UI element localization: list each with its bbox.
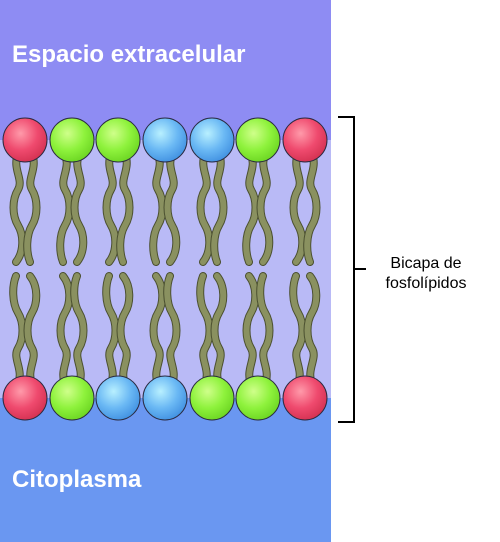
inner-head-blue — [142, 375, 188, 421]
fatty-acid-tail — [304, 151, 320, 265]
outer-head-blue — [142, 117, 188, 163]
inner-head-red — [282, 375, 328, 421]
bracket-label-line-1: Bicapa de — [390, 255, 461, 272]
inner-leaflet-heads — [2, 375, 328, 421]
fatty-acid-tail — [10, 273, 26, 387]
inner-head-red — [2, 375, 48, 421]
fatty-acid-tail — [243, 151, 259, 265]
bilayer-bracket — [338, 116, 366, 423]
outer-head-green — [235, 117, 281, 163]
fatty-acid-tails — [9, 150, 321, 388]
fatty-acid-tail — [57, 273, 73, 387]
fatty-acid-tail — [24, 273, 40, 387]
fatty-acid-tail — [150, 273, 166, 387]
inner-head-green — [235, 375, 281, 421]
outer-leaflet-heads — [2, 117, 328, 163]
fatty-acid-tail — [117, 151, 133, 265]
inner-head-green — [49, 375, 95, 421]
fatty-acid-tail — [211, 273, 227, 387]
fatty-acid-tail — [290, 273, 306, 387]
fatty-acid-tail — [164, 151, 180, 265]
fatty-acid-tail — [257, 273, 273, 387]
cytoplasm-label: Citoplasma — [12, 466, 142, 493]
fatty-acid-tail — [117, 273, 133, 387]
outer-head-green — [95, 117, 141, 163]
fatty-acid-tail — [243, 273, 259, 387]
outer-head-blue — [189, 117, 235, 163]
fatty-acid-tail — [211, 151, 227, 265]
inner-head-green — [189, 375, 235, 421]
fatty-acid-tail — [103, 273, 119, 387]
inner-head-blue — [95, 375, 141, 421]
fatty-acid-tail — [103, 151, 119, 265]
extracellular-region — [0, 0, 331, 140]
fatty-acid-tail — [304, 273, 320, 387]
fatty-acid-tail — [197, 273, 213, 387]
fatty-acid-tail — [24, 151, 40, 265]
fatty-acid-tail — [290, 151, 306, 265]
extracellular-label: Espacio extracelular — [12, 41, 245, 68]
outer-head-red — [2, 117, 48, 163]
bilayer-core-region — [0, 140, 331, 398]
fatty-acid-tail — [71, 273, 87, 387]
fatty-acid-tail — [164, 273, 180, 387]
fatty-acid-tail — [71, 151, 87, 265]
fatty-acid-tail — [257, 151, 273, 265]
outer-head-red — [282, 117, 328, 163]
fatty-acid-tail — [150, 151, 166, 265]
outer-head-green — [49, 117, 95, 163]
fatty-acid-tail — [197, 151, 213, 265]
fatty-acid-tail — [57, 151, 73, 265]
fatty-acid-tail — [10, 151, 26, 265]
bracket-label-line-2: fosfolípidos — [386, 275, 467, 292]
cytoplasm-region — [0, 398, 331, 542]
